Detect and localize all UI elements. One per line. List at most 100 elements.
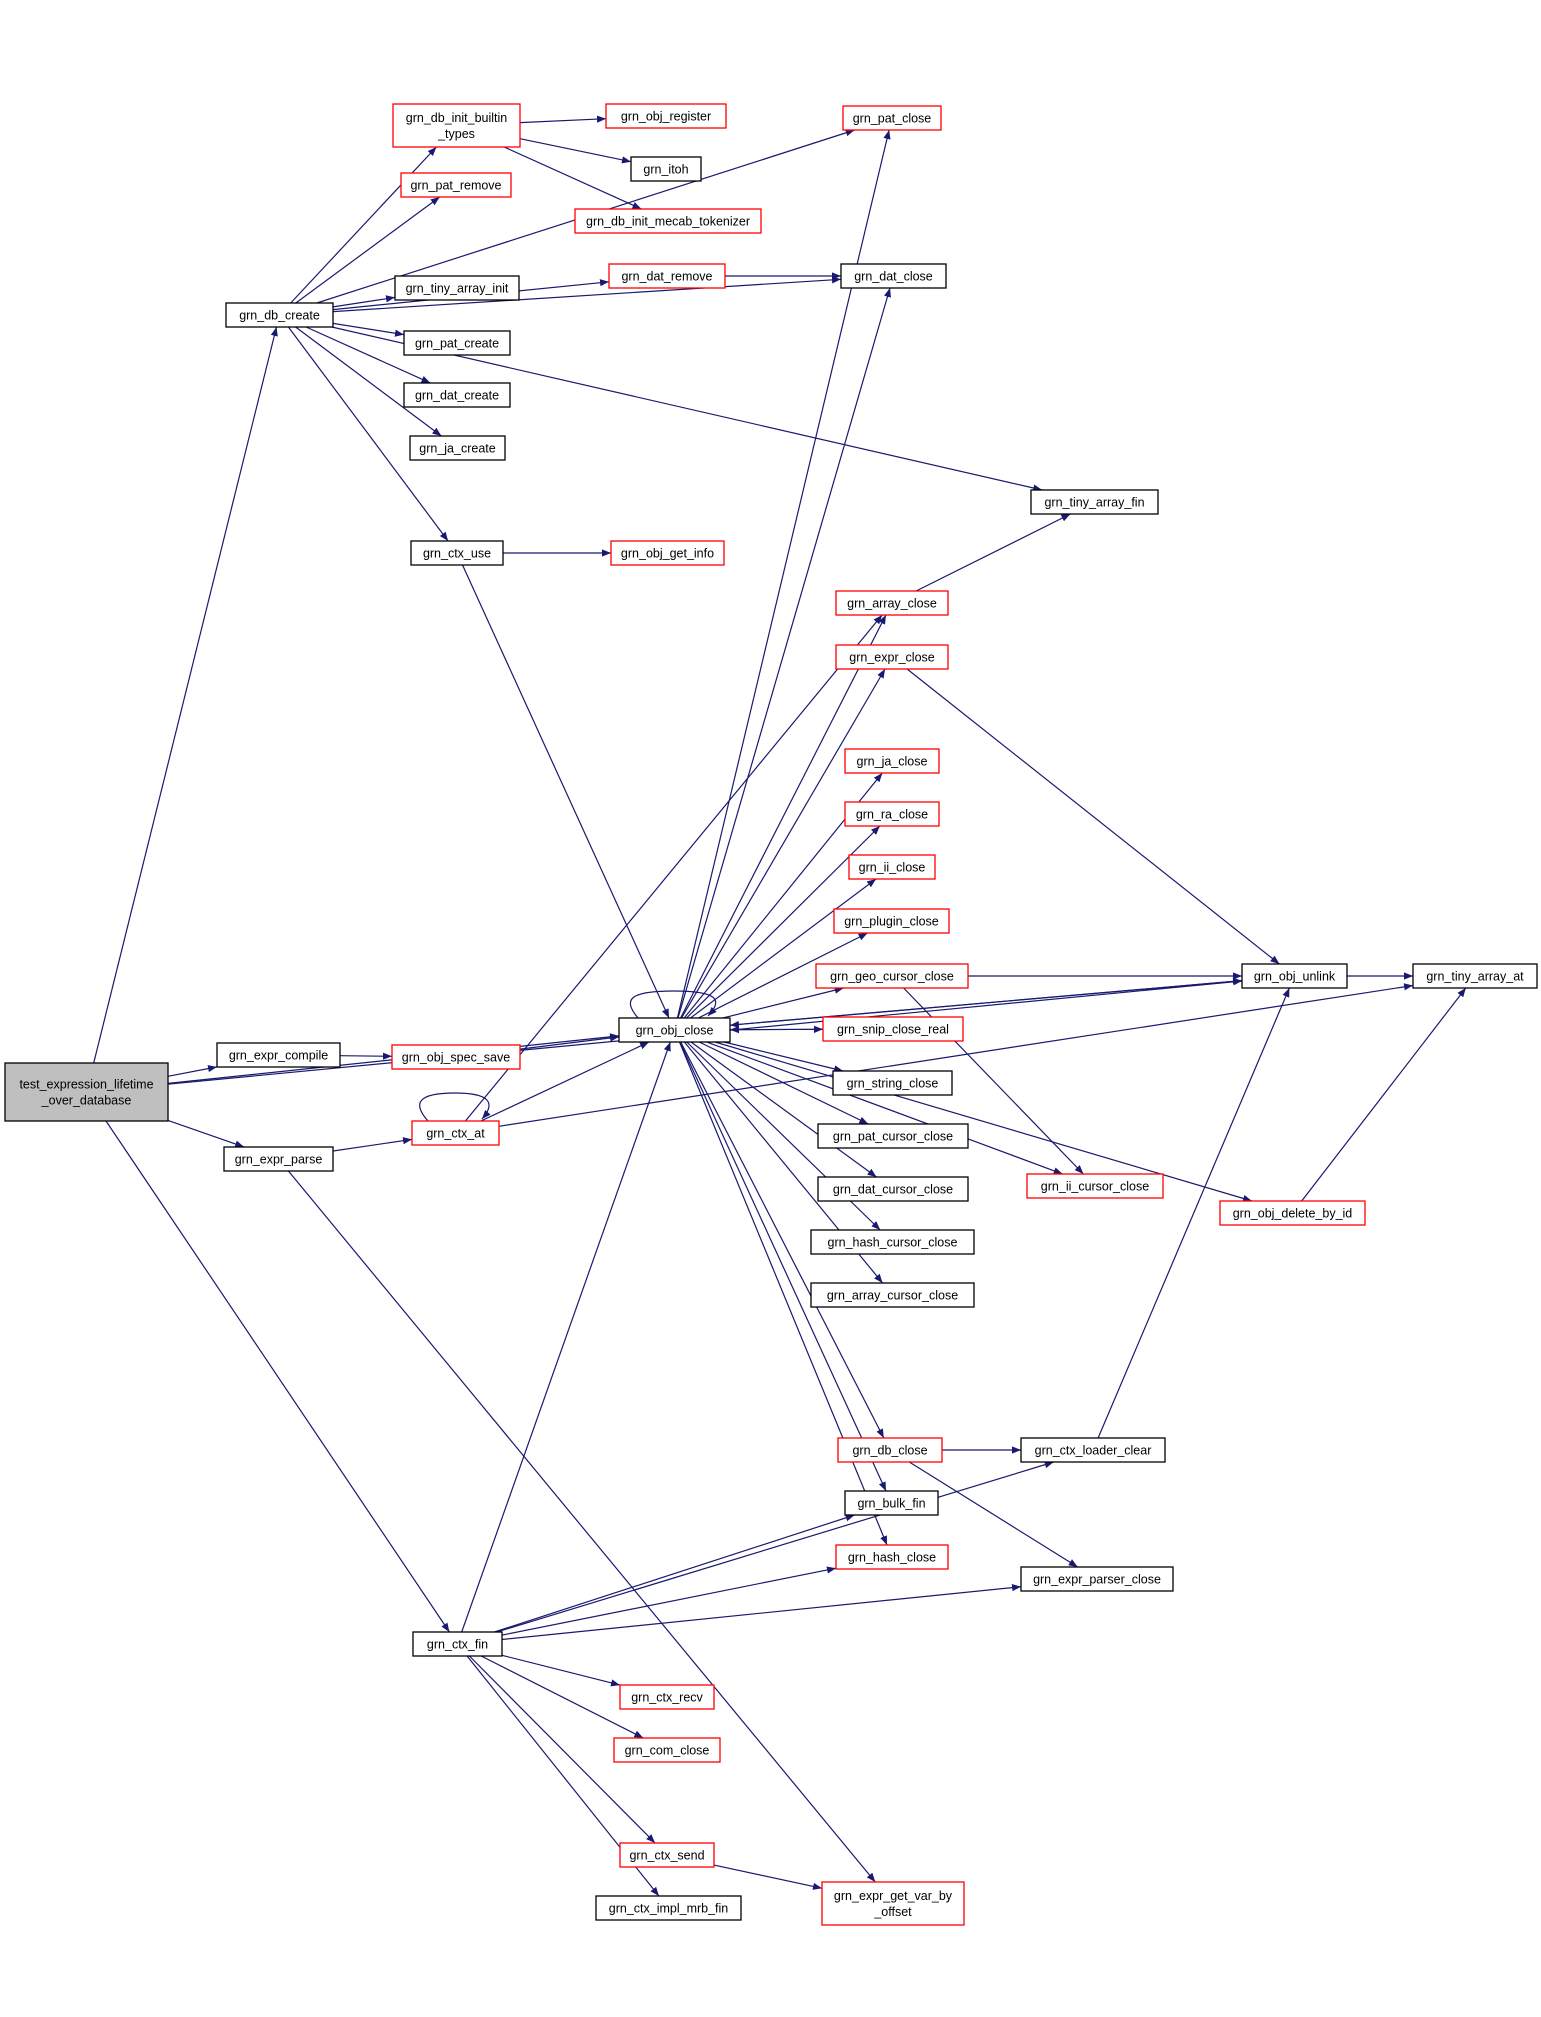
node-obj_delete_by_id[interactable]: grn_obj_delete_by_id [1219,1200,1366,1226]
node-label: grn_expr_parser_close [1033,1573,1161,1587]
node-obj_spec_save[interactable]: grn_obj_spec_save [391,1044,521,1070]
node-expr_close[interactable]: grn_expr_close [835,644,949,670]
node-label: grn_ja_close [857,755,928,769]
node-box [394,275,520,301]
node-expr_compile[interactable]: grn_expr_compile [216,1042,341,1068]
node-box [403,382,511,408]
node-obj_register[interactable]: grn_obj_register [605,103,727,129]
edge-obj_close-to-ii_cursor_close [706,1041,1063,1175]
node-label: grn_com_close [625,1744,710,1758]
node-box [817,1176,969,1202]
node-ctx_send[interactable]: grn_ctx_send [619,1842,715,1868]
node-box [392,103,521,148]
edge-ctx_fin-to-com_close [480,1655,644,1739]
node-box [1020,1566,1174,1592]
node-ctx_at[interactable]: grn_ctx_at [411,1120,500,1146]
edge-obj_close-to-array_close [680,614,887,1019]
node-ii_cursor_close[interactable]: grn_ii_cursor_close [1026,1173,1164,1199]
node-box [1020,1437,1166,1463]
node-box [618,1017,731,1043]
node-box [400,172,512,198]
node-box [835,590,949,616]
node-label: _types [437,127,475,141]
node-root[interactable]: test_expression_lifetime_over_database [4,1062,169,1122]
node-tiny_array_at[interactable]: grn_tiny_array_at [1412,963,1538,989]
node-label: grn_pat_remove [410,179,501,193]
node-geo_cursor_close[interactable]: grn_geo_cursor_close [815,963,969,989]
node-expr_parse[interactable]: grn_expr_parse [223,1146,334,1172]
node-label: grn_expr_close [849,651,935,665]
edge-db_init_builtin-to-obj_register [519,115,607,124]
node-box [833,908,950,934]
node-tiny_array_init[interactable]: grn_tiny_array_init [394,275,520,301]
edge-db_create-to-dat_close [332,276,842,313]
node-label: grn_ctx_impl_mrb_fin [609,1902,729,1916]
node-snip_close_real[interactable]: grn_snip_close_real [822,1016,964,1042]
node-ii_close[interactable]: grn_ii_close [848,854,936,880]
edge-obj_delete_by_id-to-tiny_array_at [1301,987,1467,1202]
node-expr_parser_close[interactable]: grn_expr_parser_close [1020,1566,1174,1592]
edge-obj_close-to-dat_close [677,287,891,1019]
edge-obj_close-to-geo_cursor_close [722,986,844,1019]
node-bulk_fin[interactable]: grn_bulk_fin [844,1490,939,1516]
node-box [608,263,726,289]
edge-obj_close-to-bulk_fin [679,1041,887,1492]
node-pat_close[interactable]: grn_pat_close [842,105,942,131]
node-label: grn_pat_create [415,337,499,351]
edge-obj_unlink-to-obj_close [729,980,1243,1029]
node-pat_create[interactable]: grn_pat_create [403,330,511,356]
node-obj_close[interactable]: grn_obj_close [618,1017,731,1043]
node-label: grn_dat_create [415,389,499,403]
node-expr_get_var[interactable]: grn_expr_get_var_by_offset [821,1881,965,1926]
node-ctx_fin[interactable]: grn_ctx_fin [412,1631,503,1657]
node-ctx_loader_clear[interactable]: grn_ctx_loader_clear [1020,1437,1166,1463]
node-array_cursor_close[interactable]: grn_array_cursor_close [810,1282,975,1308]
node-string_close[interactable]: grn_string_close [832,1070,953,1096]
node-ctx_impl_mrb_fin[interactable]: grn_ctx_impl_mrb_fin [595,1895,742,1921]
edge-db_init_builtin-to-itoh [519,138,632,164]
node-hash_close[interactable]: grn_hash_close [835,1544,949,1570]
node-dat_remove[interactable]: grn_dat_remove [608,263,726,289]
node-com_close[interactable]: grn_com_close [613,1737,721,1763]
node-obj_get_info[interactable]: grn_obj_get_info [610,540,725,566]
node-ra_close[interactable]: grn_ra_close [844,801,940,827]
edge-db_create-to-tiny_array_init [332,295,396,308]
node-db_init_builtin[interactable]: grn_db_init_builtin_types [392,103,521,148]
edge-root-to-expr_compile [167,1065,218,1077]
node-obj_unlink[interactable]: grn_obj_unlink [1241,963,1348,989]
node-box [815,963,969,989]
node-box [409,435,506,461]
node-array_close[interactable]: grn_array_close [835,590,949,616]
node-itoh[interactable]: grn_itoh [630,156,702,182]
node-dat_cursor_close[interactable]: grn_dat_cursor_close [817,1176,969,1202]
edge-ctx_fin-to-obj_close [461,1041,671,1633]
node-db_close[interactable]: grn_db_close [837,1437,943,1463]
node-pat_cursor_close[interactable]: grn_pat_cursor_close [817,1123,969,1149]
node-mecab[interactable]: grn_db_init_mecab_tokenizer [574,208,762,234]
node-pat_remove[interactable]: grn_pat_remove [400,172,512,198]
node-label: grn_ja_create [419,442,495,456]
node-ja_create[interactable]: grn_ja_create [409,435,506,461]
node-label: grn_pat_cursor_close [833,1130,953,1144]
node-hash_cursor_close[interactable]: grn_hash_cursor_close [810,1229,975,1255]
node-box [1412,963,1538,989]
node-dat_create[interactable]: grn_dat_create [403,382,511,408]
node-box [595,1895,742,1921]
node-ctx_recv[interactable]: grn_ctx_recv [619,1684,715,1710]
node-dat_close[interactable]: grn_dat_close [840,263,947,289]
node-box [842,105,942,131]
node-ctx_use[interactable]: grn_ctx_use [410,540,504,566]
edge-obj_close-to-ra_close [686,825,881,1019]
node-label: grn_ii_cursor_close [1041,1180,1149,1194]
node-box [411,1120,500,1146]
node-tiny_array_fin[interactable]: grn_tiny_array_fin [1030,489,1159,515]
edge-db_create-to-pat_remove [295,196,441,304]
edge-obj_close-to-plugin_close [698,932,868,1019]
node-plugin_close[interactable]: grn_plugin_close [833,908,950,934]
node-label: test_expression_lifetime [19,1078,153,1092]
node-label: grn_array_cursor_close [827,1289,958,1303]
edge-obj_close-to-pat_close [676,129,891,1019]
node-db_create[interactable]: grn_db_create [225,302,334,328]
node-ja_close[interactable]: grn_ja_close [844,748,940,774]
